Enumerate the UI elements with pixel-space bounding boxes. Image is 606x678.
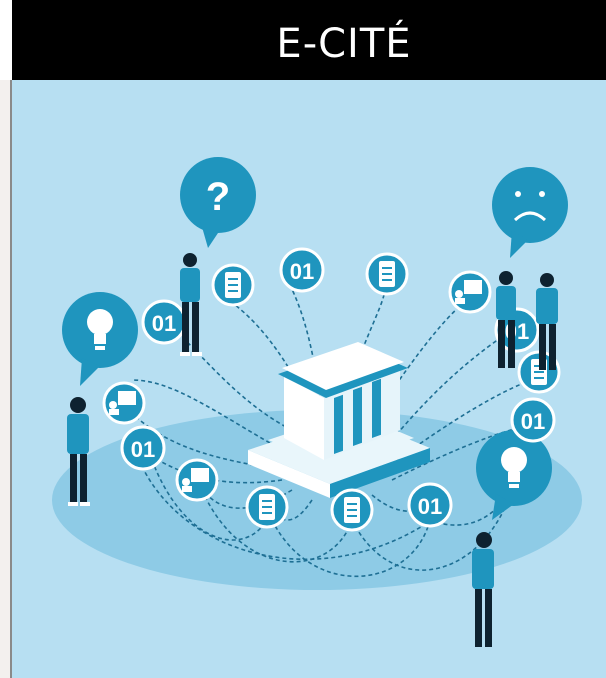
badge-label: 01: [152, 311, 176, 336]
title-bar: E-CITÉ: [12, 0, 606, 80]
page-title: E-CITÉ: [276, 21, 412, 67]
presentation-badge-icon: [448, 270, 492, 314]
building-icon: [248, 342, 430, 498]
person-figure: [67, 397, 90, 506]
person-figure: [536, 273, 558, 370]
platform-ellipse: [52, 410, 582, 590]
data-badge: 01: [407, 482, 453, 528]
sad-face-bubble-icon: [492, 167, 568, 258]
badge-label: 01: [131, 437, 155, 462]
document-badge-icon: [330, 488, 374, 532]
question-mark: ?: [206, 175, 230, 219]
data-badge: 01: [510, 397, 556, 443]
person-figure: [180, 253, 202, 356]
left-edge-strip: [0, 80, 12, 678]
data-badge: 01: [279, 247, 325, 293]
person-figure: [496, 271, 516, 368]
badge-label: 01: [418, 494, 442, 519]
data-badge: 01: [141, 299, 187, 345]
question-bubble-icon: ?: [180, 157, 256, 248]
document-badge-icon: [365, 252, 409, 296]
presentation-badge-icon: [102, 381, 146, 425]
presentation-badge-icon: [175, 458, 219, 502]
badge-label: 01: [290, 259, 314, 284]
document-badge-icon: [211, 263, 255, 307]
civic-network-illustration: ? 01: [52, 157, 582, 647]
lightbulb-bubble-icon: [476, 430, 552, 520]
data-badge: 01: [120, 425, 166, 471]
badge-label: 01: [521, 409, 545, 434]
person-figure: [472, 532, 494, 647]
illustration-panel: ? 01: [12, 80, 606, 678]
document-badge-icon: [245, 485, 289, 529]
lightbulb-bubble-icon: [62, 292, 138, 386]
